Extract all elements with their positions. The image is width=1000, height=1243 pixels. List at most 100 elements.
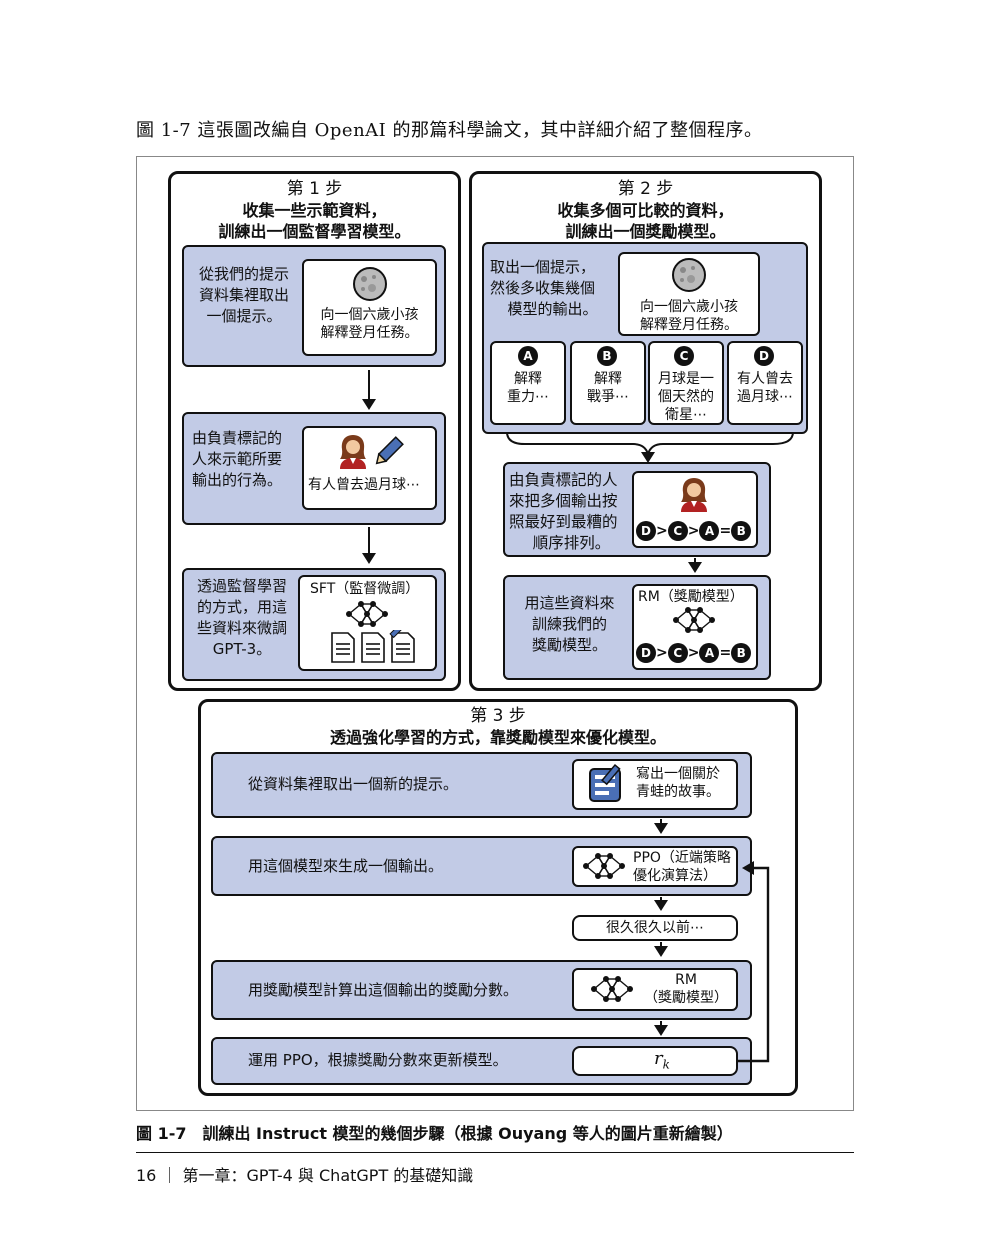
step3-row4-text: 運用 PPO，根據獎勵分數來更新模型。 [248,1051,508,1069]
option-line: 過月球⋯ [737,389,793,405]
arrow-head [362,553,376,564]
step1-prompt-desc: 從我們的提示 資料集裡取出 一個提示。 [188,264,300,327]
labeler-person-icon [677,475,711,517]
ranking-desc-line: 照最好到最糟的 [509,513,618,531]
prompt-line: 解釋登月任務。 [640,317,738,333]
rank-d-badge: D [636,643,656,663]
option-line: 解釋 [514,371,542,387]
step3-row1-prompt: 寫出一個關於 青蛙的故事。 [636,765,720,801]
neural-network-icon [590,975,634,1007]
rm-ranking-sequence: D > C > A = B [636,642,756,664]
generated-output-box [572,915,738,941]
ranking-sequence: D > C > A = B [636,520,756,542]
step2-ranking-desc: 由負責標記的人 來把多個輸出按 照最好到最糟的 順序排列。 [509,470,634,554]
step2-desc-line: 模型的輸出。 [507,300,598,318]
rm-row3-line: RM [675,972,697,988]
step3-title: 第 3 步 [470,706,526,726]
step2-prompt-desc: 取出一個提示， 然後多收集幾個 模型的輸出。 [490,257,615,320]
prompt-line: 向一個六歲小孩 [320,307,419,323]
finetune-desc-line: 透過監督學習 [196,577,287,595]
rank-op: > [687,523,700,539]
rm-label: RM（獎勵模型） [638,589,744,605]
step3-row1-text: 從資料集裡取出一個新的提示。 [248,775,459,793]
rank-d-badge: D [636,521,656,541]
step3-header: 第 3 步 透過強化學習的方式，靠獎勵模型來優化模型。 [201,706,795,748]
ppo-label: PPO（近端策略 優化演算法） [633,849,731,885]
arrow-head [641,452,655,463]
prompt-line: 解釋登月任務。 [320,325,419,341]
step2-title: 第 2 步 [617,179,674,199]
finetune-desc-line: 的方式，用這 [196,598,287,616]
option-c-badge: C [674,346,694,366]
step3-row3-text: 用獎勵模型計算出這個輸出的獎勵分數。 [248,981,519,999]
rank-b-badge: B [731,643,752,663]
step2-desc-line: 然後多收集幾個 [490,279,596,297]
rm-desc-line: 訓練我們的 [531,615,607,633]
notepad-icon [587,763,629,809]
step1-prompt-desc-line: 從我們的提示 [198,265,289,283]
step3-row3-card [572,968,738,1011]
option-a-text: 解釋 重力⋯ [492,370,564,406]
rank-op: = [719,645,732,661]
step3-row4-card [572,1046,738,1076]
reward-symbol: rk [654,1048,670,1072]
step1-subtitle-2: 訓練出一個監督學習模型。 [218,222,411,241]
neural-network-icon [582,852,626,884]
finetune-desc-line: GPT-3。 [212,640,272,658]
generated-output-text: 很久很久以前⋯ [606,920,704,936]
arrow-connector [694,558,696,564]
rank-c-badge: C [667,521,688,541]
step2-prompt-text: 向一個六歲小孩 解釋登月任務。 [620,298,758,334]
step2-desc-line: 取出一個提示， [490,258,596,276]
option-c-text: 月球是一 個天然的 衛星⋯ [650,370,722,424]
step1-demo-answer: 有人曾去過月球⋯ [308,477,420,493]
step2-subtitle-2: 訓練出一個獎勵模型。 [565,222,726,241]
step3-subtitle: 透過強化學習的方式，靠獎勵模型來優化模型。 [329,728,666,747]
demo-desc-line: 人來示範所要 [192,450,283,468]
option-line: 解釋 [594,371,622,387]
option-line: 戰爭⋯ [587,389,629,405]
page-footer: 16 ｜ 第一章：GPT-4 與 ChatGPT 的基礎知識 [136,1166,474,1185]
rm-desc-line: 用這些資料來 [524,594,615,612]
prompt-line: 向一個六歲小孩 [640,299,738,315]
rm-label-row3: RM （獎勵模型） [640,971,732,1007]
labeler-person-icon [336,432,370,474]
rank-op: > [687,645,700,661]
option-line: 個天然的 [658,389,714,405]
arrow-head [362,399,376,410]
rank-a-badge: A [699,521,720,541]
arrow-connector [660,1021,662,1027]
figure-caption: 圖 1-7 訓練出 Instruct 模型的幾個步驟（根據 Ouyang 等人的… [136,1124,733,1143]
arrow-head [654,1025,668,1036]
option-d-text: 有人曾去 過月球⋯ [729,370,801,406]
option-a-badge: A [518,346,538,366]
arrow-head [688,562,702,573]
rank-b-badge: B [731,521,752,541]
step3-row2-card [572,846,738,887]
moon-icon [671,257,707,297]
ppo-label-line: 優化演算法） [633,868,717,884]
arrow-head [654,900,668,911]
rank-op: = [719,523,732,539]
intro-text: 圖 1-7 這張圖改編自 OpenAI 的那篇科學論文，其中詳細介紹了整個程序。 [136,120,763,141]
ranking-desc-line: 來把多個輸出按 [509,492,618,510]
finetune-desc-line: 些資料來微調 [196,619,287,637]
reward-k: k [662,1057,670,1072]
arrow-connector [368,370,370,400]
step1-finetune-desc: 透過監督學習 的方式，用這 些資料來微調 GPT-3。 [186,576,298,660]
step3-row2-text: 用這個模型來生成一個輸出。 [248,857,444,875]
feedback-loop-arrow [738,858,774,1072]
rank-a-badge: A [699,643,720,663]
step1-subtitle-1: 收集一些示範資料， [242,201,387,220]
option-line: 月球是一 [658,371,714,387]
arrow-head [654,823,668,834]
rank-op: > [656,523,668,539]
step1-prompt-desc-line: 一個提示。 [206,307,282,325]
step2-subtitle-1: 收集多個可比較的資料， [557,201,734,220]
option-b-text: 解釋 戰爭⋯ [572,370,644,406]
demo-desc-line: 由負責標記的 [192,429,283,447]
rank-op: > [656,645,668,661]
step1-title: 第 1 步 [286,179,343,199]
step1-prompt-desc-line: 資料集裡取出 [198,286,289,304]
step1-demo-card [302,426,437,510]
